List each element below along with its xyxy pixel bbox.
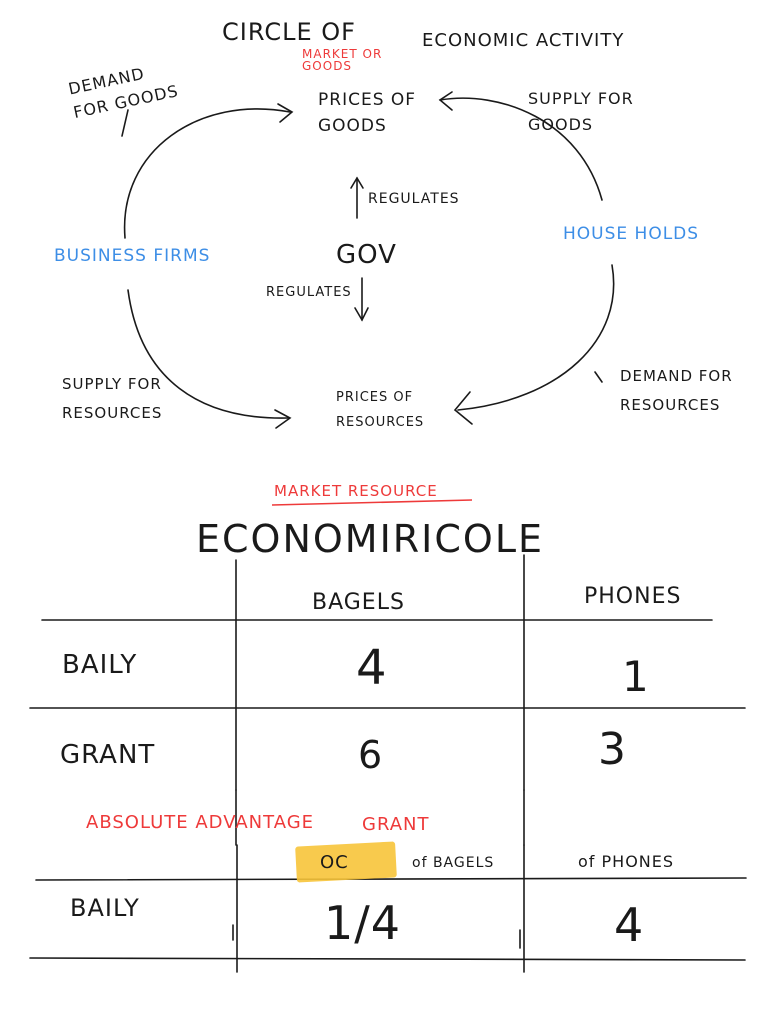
label-regulates-up: REGULATES: [368, 191, 460, 207]
table2-header-phones: of PHONES: [578, 852, 675, 871]
label-absolute-advantage: ABSOLUTE ADVANTAGE: [86, 812, 315, 833]
label-gov: GOV: [336, 240, 397, 270]
arc-demand-goods: [123, 108, 291, 239]
underline-market-resource: [271, 499, 473, 506]
table1-row1-phones: 1: [622, 652, 650, 701]
table1-row2-bagels: 6: [358, 733, 384, 777]
table1-title: ECONOMIRICOLE: [196, 517, 545, 561]
arc-supply-goods: [439, 97, 603, 201]
table1-row2-phones: 3: [598, 724, 627, 775]
table2-hline-1: [35, 877, 747, 881]
arrowhead-supply-resources: [274, 409, 292, 429]
arrowhead-gov-down: [354, 307, 369, 322]
label-business-firms: BUSINESS FIRMS: [54, 246, 211, 266]
tick-demand-resources: [594, 371, 603, 383]
title-economic-activity: ECONOMIC ACTIVITY: [422, 30, 625, 51]
arc-demand-resources: [457, 264, 615, 411]
table1-row2-name: GRANT: [60, 740, 156, 770]
label-households: HOUSE HOLDS: [563, 224, 700, 244]
label-supply-for-goods: SUPPLY FOR GOODS: [528, 89, 634, 134]
label-supply-for-resources: SUPPLY FOR RESOURCES: [62, 375, 163, 422]
table1-header-phones: PHONES: [584, 584, 682, 609]
table2-hline-2: [29, 957, 746, 961]
table1-row1-name: BAILY: [62, 650, 138, 680]
note-market-goods: MARKET OR GOODS: [302, 47, 383, 73]
arrowhead-demand-resources: [453, 391, 473, 425]
table2-oc-label: OC: [320, 852, 349, 873]
tick-demand-goods: [121, 109, 129, 137]
table2-header-bagels: of BAGELS: [412, 855, 495, 871]
title-circle-of: CIRCLE OF: [222, 18, 356, 46]
label-regulates-down: REGULATES: [266, 285, 352, 300]
table2-row-phones: 4: [614, 898, 645, 952]
table2-row-bagels: 1/4: [324, 896, 402, 950]
arc-supply-resources: [127, 289, 289, 419]
label-advantage-winner: GRANT: [362, 814, 430, 835]
table2-row-name: BAILY: [70, 894, 140, 922]
label-prices-of-resources: PRICES OF RESOURCES: [336, 390, 425, 430]
table1-header-bagels: BAGELS: [312, 590, 405, 615]
label-demand-for-resources: DEMAND FOR RESOURCES: [620, 367, 733, 414]
label-market-resource: MARKET RESOURCE: [274, 482, 438, 500]
arrowhead-supply-goods: [438, 91, 453, 111]
arrowhead-gov-up: [350, 176, 364, 189]
table1-row1-bagels: 4: [356, 640, 388, 696]
arrowhead-demand-goods: [277, 103, 294, 123]
label-prices-of-goods: PRICES OF GOODS: [318, 90, 417, 136]
